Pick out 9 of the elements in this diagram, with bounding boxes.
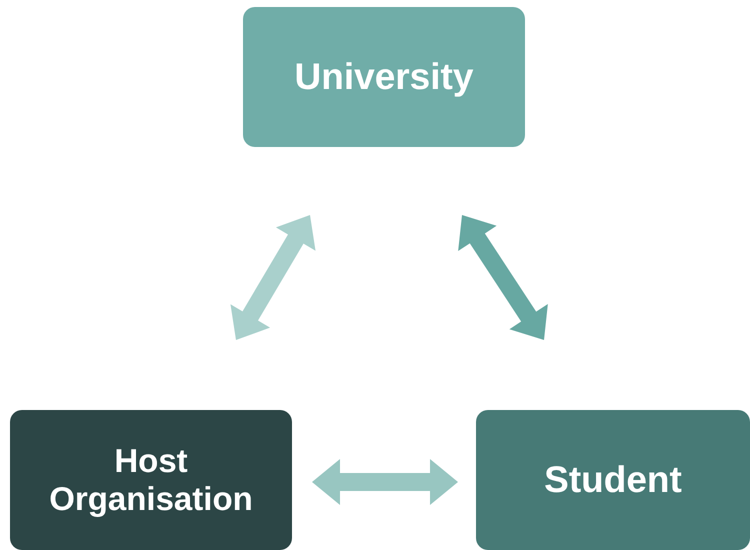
- double-arrow: [458, 215, 548, 340]
- entity-box: [243, 7, 525, 147]
- entity-box: [476, 410, 750, 550]
- double-arrow: [230, 215, 316, 340]
- entity-box: [10, 410, 292, 550]
- node-label: Student: [544, 458, 682, 502]
- node-label: University: [294, 56, 474, 98]
- node-label: Host Organisation: [48, 442, 254, 518]
- double-arrow: [312, 459, 458, 505]
